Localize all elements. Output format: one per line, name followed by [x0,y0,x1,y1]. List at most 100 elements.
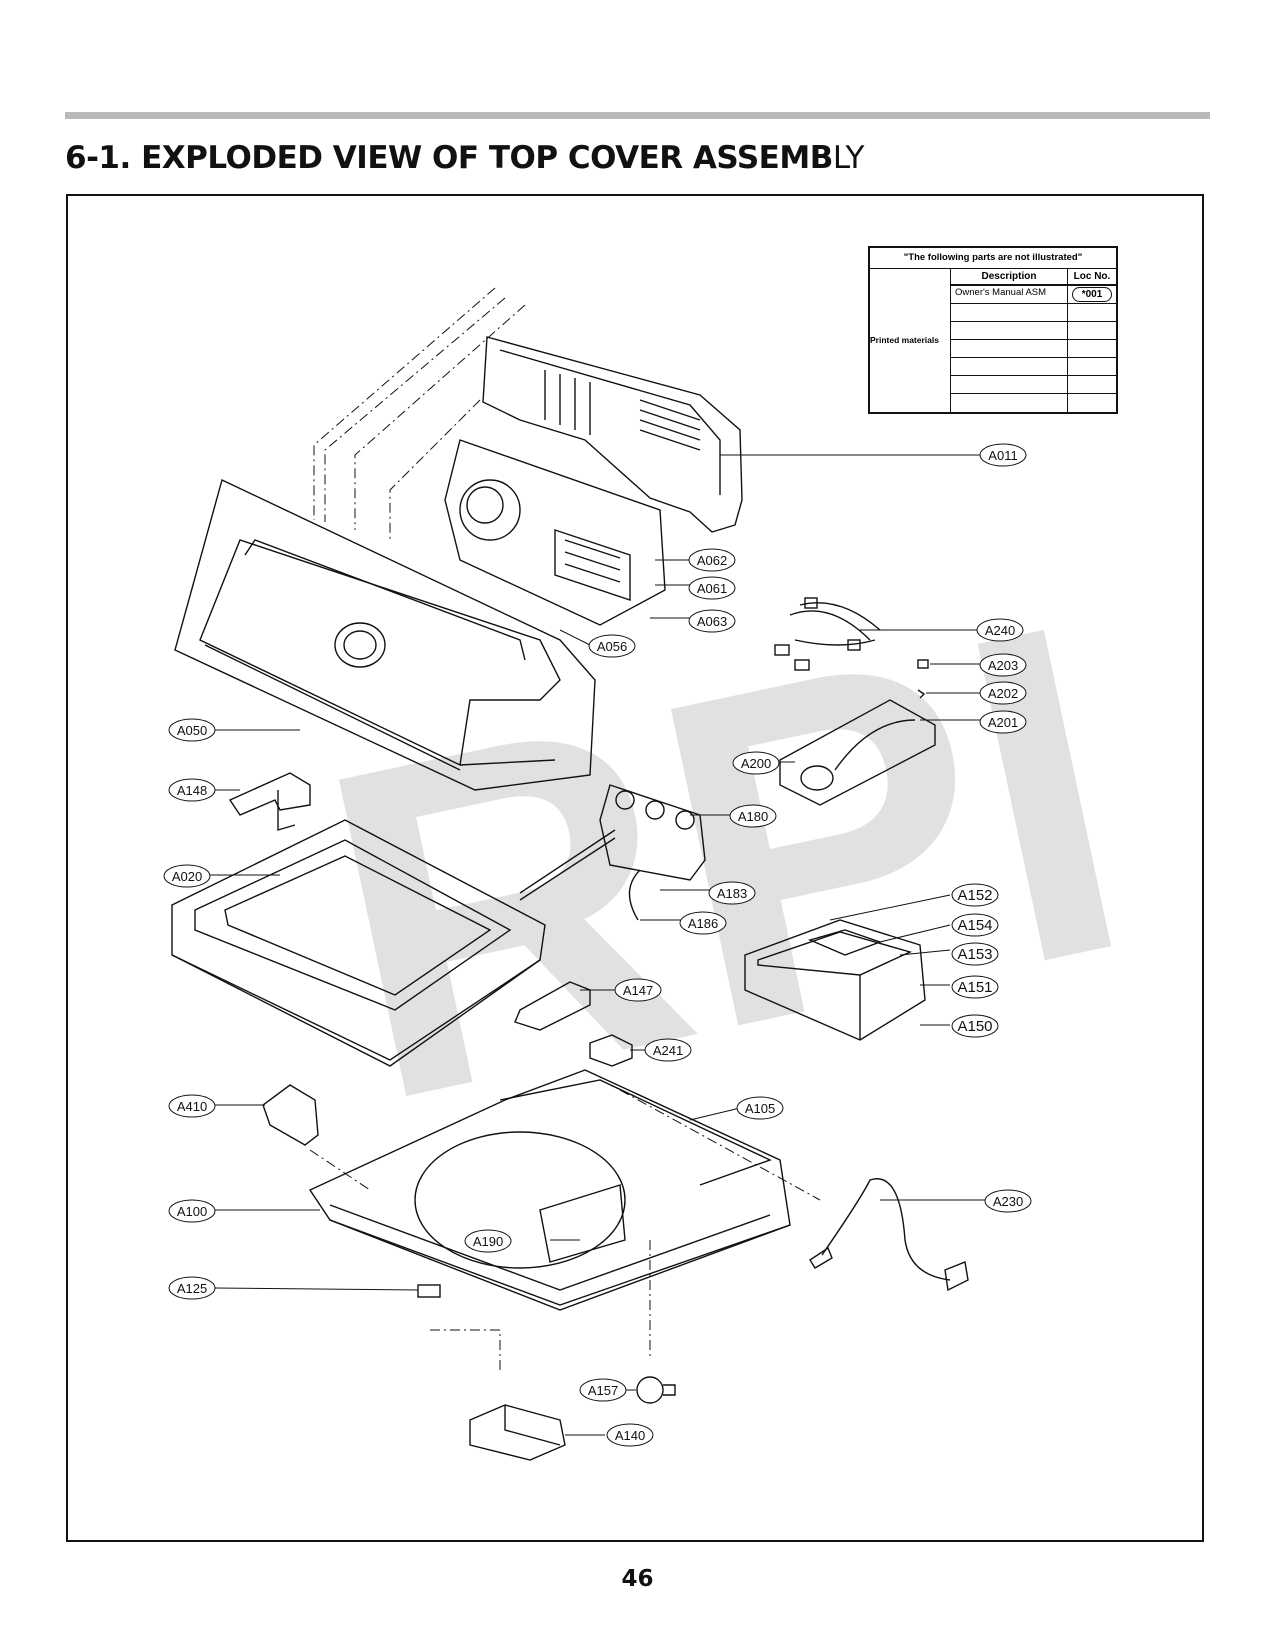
callout-a410-label: A410 [177,1099,207,1114]
callout-a410: A410 [168,1094,216,1118]
assembly-guides [309,287,821,1370]
callout-a056: A056 [588,634,636,658]
lid-part [171,819,546,1067]
callout-a240-label: A240 [985,623,1015,638]
callout-a061: A061 [688,576,736,600]
callout-a011: A011 [979,443,1027,467]
callout-a180: A180 [729,804,777,828]
table-row: Owner's Manual ASM *001 [950,285,1116,303]
callout-a241-label: A241 [653,1043,683,1058]
clip-a202-part [917,689,926,699]
callout-a063-label: A063 [697,614,727,629]
callouts: A011 A062 A061 A063 A056 A240 A203 A202 … [163,443,1032,1447]
control-panel-back-part [482,336,743,533]
callout-a061-label: A061 [697,581,727,596]
top-cover-part [308,1069,791,1311]
callout-a147-label: A147 [623,983,653,998]
callout-a147: A147 [614,978,662,1002]
callout-a153-label: A153 [957,946,992,963]
callout-a011-label: A011 [988,448,1017,463]
table-row-empty [950,393,1116,412]
power-cord-part [809,1178,969,1292]
callout-a190-label: A190 [473,1234,503,1249]
table-cell-loc: *001 [1072,287,1112,302]
callout-a186-label: A186 [688,916,718,931]
table-row-empty [950,357,1116,375]
header-rule [65,112,1210,119]
callout-a154: A154 [951,913,999,937]
callout-a151: A151 [951,975,999,999]
callout-a020: A020 [163,864,211,888]
callout-a125-label: A125 [177,1281,207,1296]
part-a241 [589,1034,633,1067]
part-outlines [171,287,969,1461]
callout-a148-label: A148 [177,783,207,798]
table-header-loc: Loc No. [1067,268,1116,285]
callout-a100-label: A100 [177,1204,207,1219]
callout-a056-label: A056 [597,639,627,654]
page-title-tail: LY [832,140,865,176]
part-a140 [469,1404,566,1461]
callout-a157-label: A157 [588,1383,618,1398]
control-panel-frame-part [174,479,596,791]
callout-a063: A063 [688,609,736,633]
table-cell-description: Owner's Manual ASM [955,287,1047,298]
callout-a201-label: A201 [988,715,1018,730]
part-a157 [636,1376,676,1404]
callout-a050-label: A050 [177,723,207,738]
callout-a203: A203 [979,653,1027,677]
callout-a230-label: A230 [993,1194,1023,1209]
callout-a100: A100 [168,1199,216,1223]
table-row-empty [950,303,1116,321]
callout-a150-label: A150 [957,1018,992,1035]
callout-a202: A202 [979,681,1027,705]
callout-a203-label: A203 [988,658,1018,673]
callout-a190: A190 [464,1229,512,1253]
page-title: 6-1. EXPLODED VIEW OF TOP COVER ASSEMBLY [65,140,864,176]
table-row-empty [950,339,1116,357]
callout-a062: A062 [688,548,736,572]
callout-a105: A105 [736,1096,784,1120]
callout-a125: A125 [168,1276,216,1300]
page-number: 46 [621,1566,654,1592]
callout-a062-label: A062 [697,553,727,568]
callout-a140-label: A140 [615,1428,645,1443]
callout-a186: A186 [679,911,727,935]
callout-a183-label: A183 [717,886,747,901]
callout-a105-label: A105 [745,1101,775,1116]
callout-a020-label: A020 [172,869,202,884]
leader-lines [210,454,985,1436]
callout-a148: A148 [168,778,216,802]
part-a410 [262,1084,319,1146]
callout-a241: A241 [644,1038,692,1062]
callout-a154-label: A154 [957,917,992,934]
callout-a050: A050 [168,718,216,742]
wire-harness-part [774,597,881,671]
clip-a203-part [917,659,929,669]
table-header-description: Description [950,268,1067,285]
table-caption: "The following parts are not illustrated… [870,248,1116,269]
callout-a230: A230 [984,1189,1032,1213]
callout-a152: A152 [951,883,999,907]
callout-a200-label: A200 [741,756,771,771]
part-a125 [417,1284,441,1298]
callout-a202-label: A202 [988,686,1018,701]
callout-a150: A150 [951,1014,999,1038]
callout-a180-label: A180 [738,809,768,824]
callout-a240: A240 [976,618,1024,642]
not-illustrated-parts-table: "The following parts are not illustrated… [868,246,1118,414]
callout-a140: A140 [606,1423,654,1447]
callout-a183: A183 [708,881,756,905]
bracket-a148-part [228,772,311,831]
page-title-main: 6-1. EXPLODED VIEW OF TOP COVER ASSEMB [65,140,833,176]
callout-a201: A201 [979,710,1027,734]
diagram-frame [66,194,1204,1542]
table-row-empty [950,321,1116,339]
pressure-switch-part [779,699,936,806]
table-row-empty [950,375,1116,393]
bracket-a147-part [514,981,591,1031]
callout-a157: A157 [579,1378,627,1402]
callout-a153: A153 [951,942,999,966]
callout-a152-label: A152 [957,887,992,904]
